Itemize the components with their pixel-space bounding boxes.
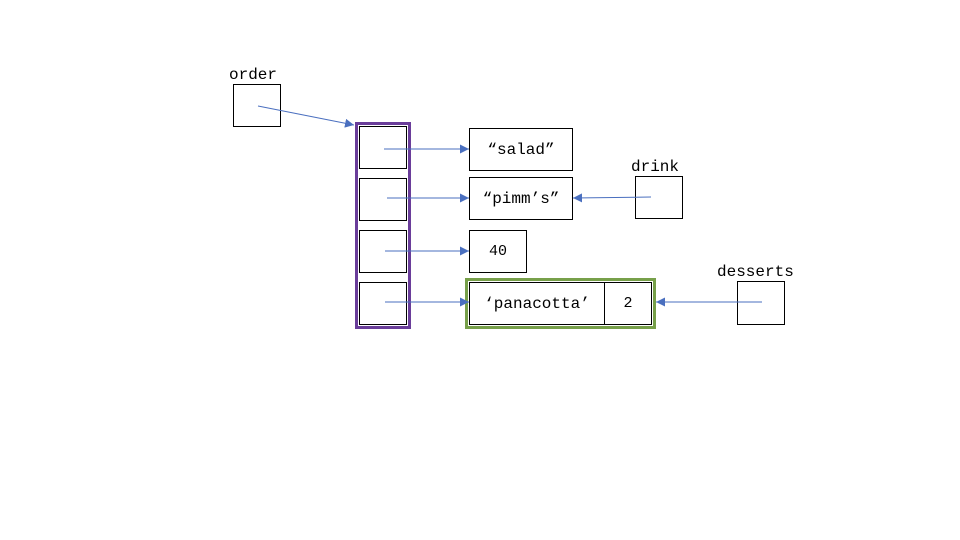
drink-variable-label: drink [631,158,680,176]
arrow-order-to-list [257,105,355,128]
salad-string-box: “salad” [469,128,573,171]
desserts-variable-label: desserts [717,263,794,281]
order-variable-box [233,84,281,127]
arrow-drink-to-pimms [572,193,652,203]
list-slot-0 [359,126,407,169]
int-40-box: 40 [469,230,527,273]
list-slot-3 [359,282,407,325]
pimms-string-box: “pimm’s” [469,177,573,220]
tuple-first-item: ‘panacotta’ [469,282,605,325]
tuple-second-item: 2 [604,282,652,325]
list-slot-1 [359,178,407,221]
list-outline [355,122,411,329]
desserts-variable-box [737,281,785,325]
order-variable-label: order [229,66,278,84]
